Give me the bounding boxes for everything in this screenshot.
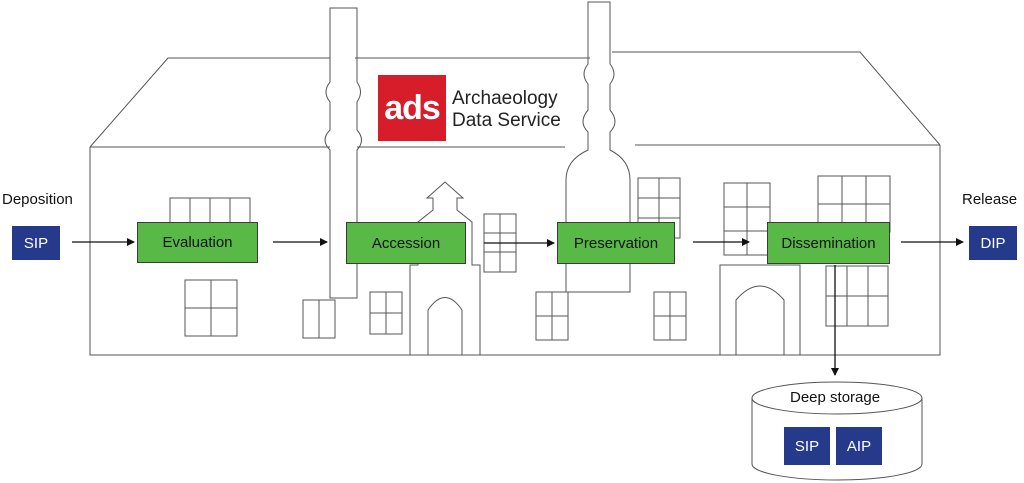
deposition-label: Deposition: [2, 191, 73, 208]
release-label: Release: [962, 191, 1018, 208]
stage-accession: Accession: [346, 222, 466, 264]
stage-preservation: Preservation: [557, 222, 675, 264]
storage-sip-package: SIP: [784, 427, 830, 465]
stage-dissemination: Dissemination: [767, 222, 890, 264]
dip-output-package: DIP: [969, 226, 1017, 260]
storage-aip-package: AIP: [836, 427, 882, 465]
deep-storage-label: Deep storage: [790, 389, 881, 406]
sip-input-package: SIP: [12, 226, 60, 260]
ads-logo-mark: ads: [378, 75, 446, 141]
logo-line-1: Archaeology: [452, 88, 558, 109]
ads-logo-text: Archaeology Data Service: [452, 88, 561, 132]
logo-line-2: Data Service: [452, 110, 561, 131]
stage-evaluation: Evaluation: [137, 222, 258, 263]
